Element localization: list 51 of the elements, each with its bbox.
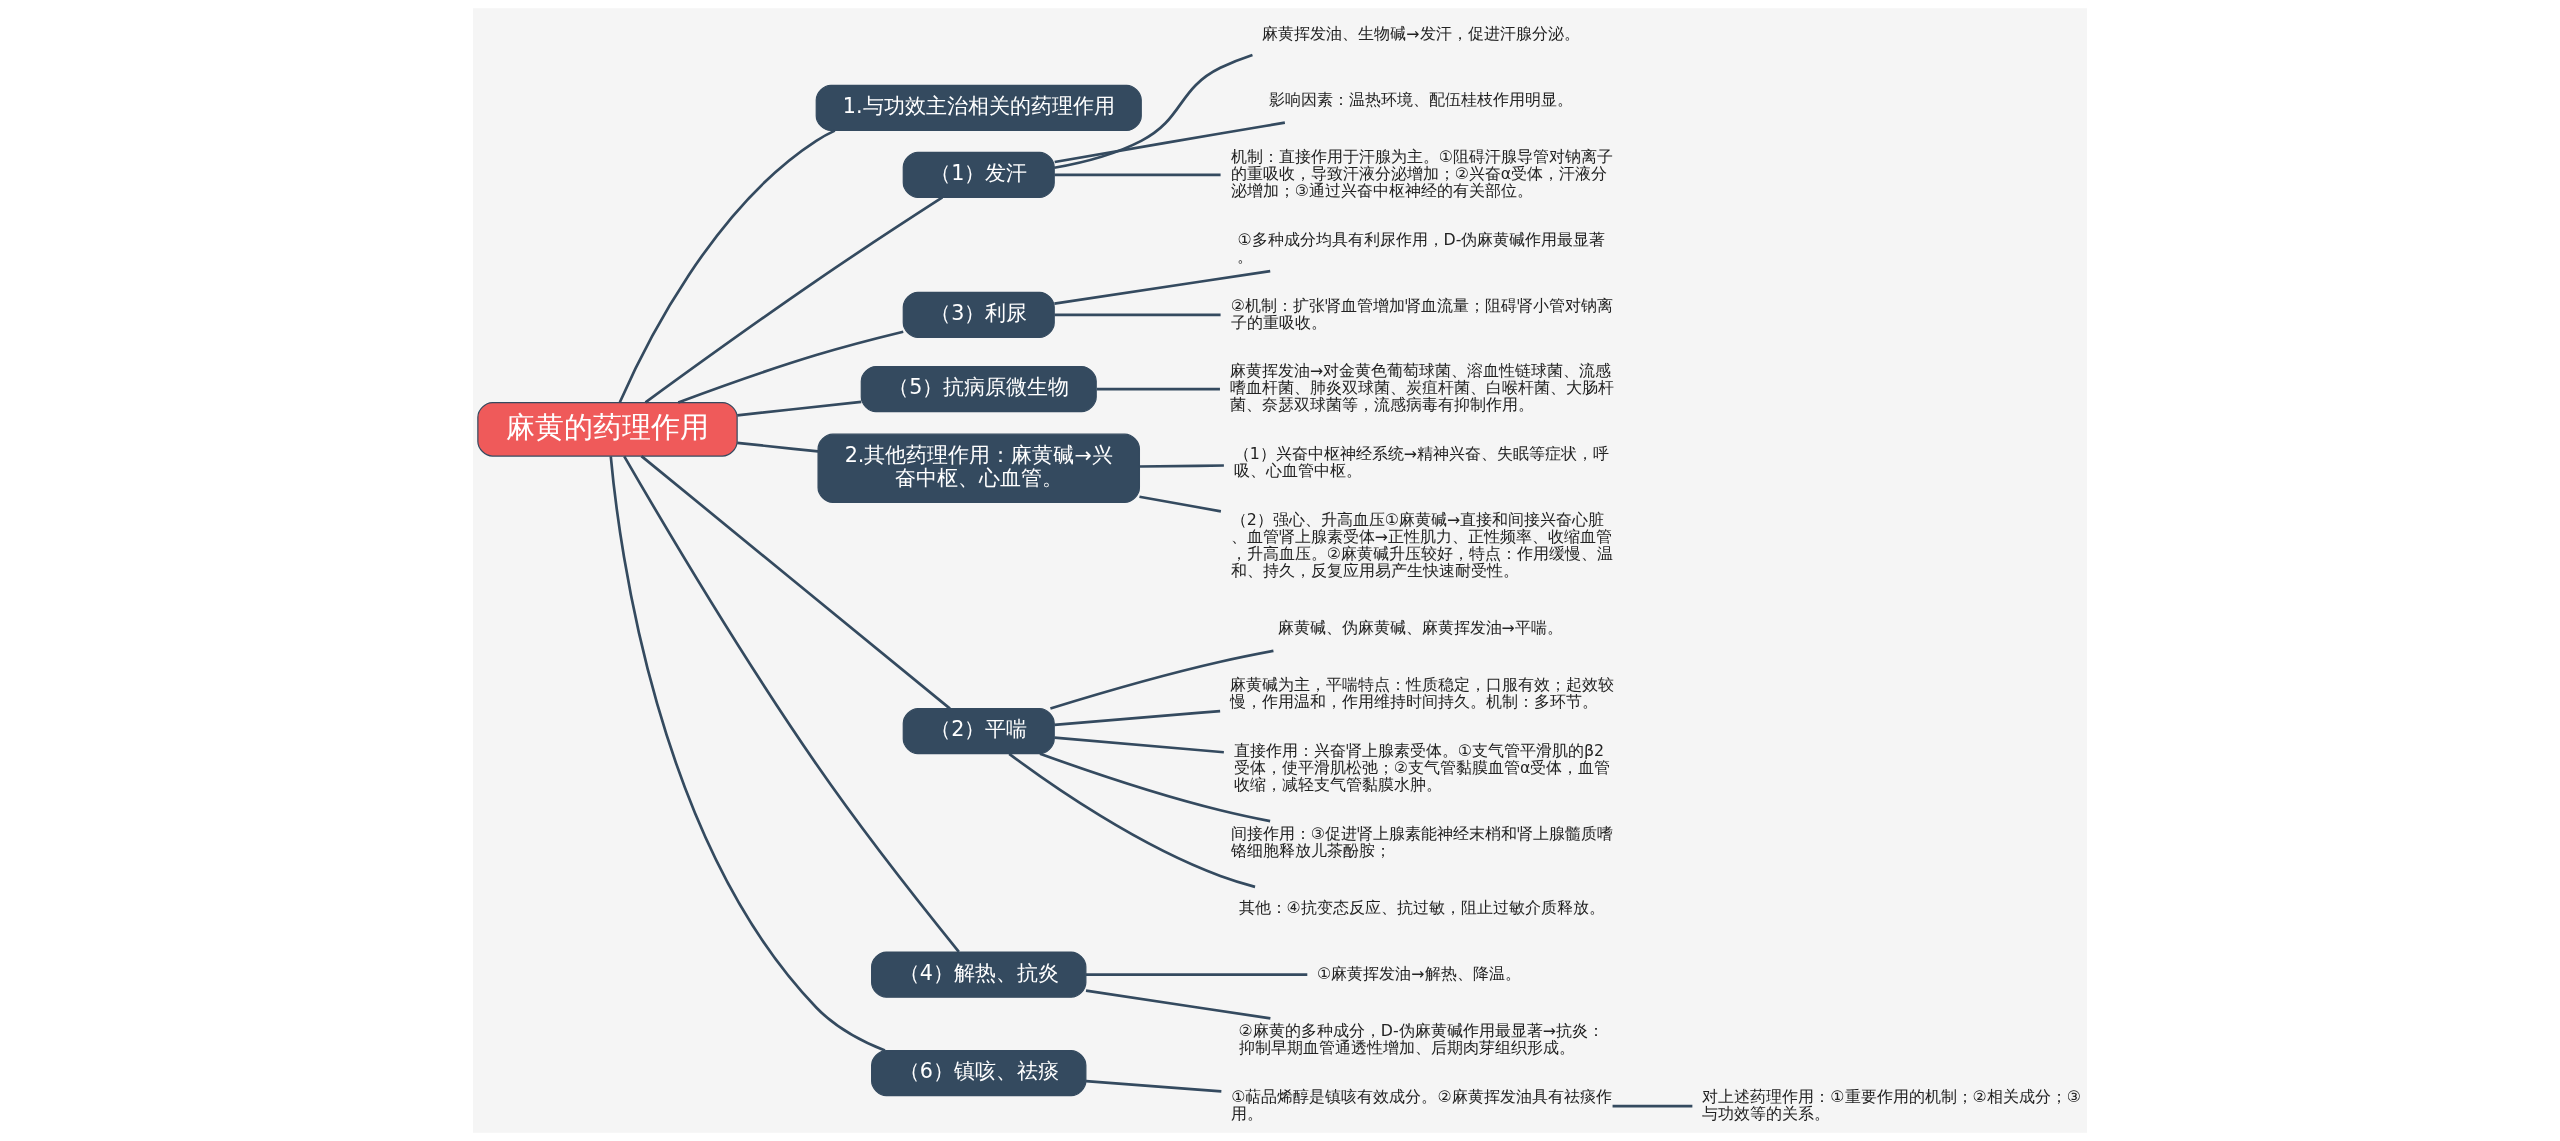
node-text: 麻黄碱、伪麻黄碱、麻黄挥发油→平喘。 [1277, 618, 1563, 638]
connector [1054, 736, 1224, 754]
node-box: （2）平喘 [902, 708, 1055, 755]
connector [609, 456, 886, 1052]
node-text: 麻黄碱为主，平喘特点：性质稳定，口服有效；起效较慢，作用温和，作用维持时间持久。机制：多环节。 [1230, 675, 1615, 712]
node-box: （3）利尿 [902, 291, 1055, 339]
connector [623, 455, 960, 953]
connector [1139, 495, 1222, 513]
node-text: ①多种成分均具有利尿作用，D-伪麻黄碱作用最显著。 [1237, 229, 1606, 266]
connector [1139, 464, 1224, 468]
node-text: 其他：④抗变态反应、抗过敏，阻止过敏介质释放。 [1238, 898, 1605, 918]
node-box: （5）抗病原微生物 [860, 366, 1097, 413]
connector [1085, 989, 1271, 1020]
node-text: ②机制：扩张肾血管增加肾血流量；阻碍肾小管对钠离子的重吸收。 [1230, 295, 1613, 332]
node-box: （6）镇咳、祛痰 [871, 1050, 1087, 1097]
connector [1054, 173, 1221, 177]
connector [677, 330, 904, 404]
connector [1086, 973, 1308, 976]
connector [1008, 752, 1256, 889]
connector [737, 441, 819, 453]
node-text: 间接作用：③促进肾上腺素能神经末梢和肾上腺髓质嗜铬细胞释放儿茶酚胺； [1230, 823, 1613, 860]
connector [1054, 53, 1253, 170]
node-box: （1）发汗 [902, 151, 1055, 199]
node-text: （1）兴奋中枢神经系统→精神兴奋、失眠等症状，呼吸、心血管中枢。 [1233, 444, 1610, 481]
node-box: 2.其他药理作用：麻黄碱→兴奋中枢、心血管。 [817, 433, 1140, 503]
connector [618, 129, 836, 403]
node-text: 直接作用：兴奋肾上腺素受体。①支气管平滑肌的β2受体，使平滑肌松弛；②支气管黏膜血管α受体，血管收缩，减轻支气管黏膜水肿。 [1233, 741, 1611, 795]
connector [1050, 649, 1274, 710]
connector [737, 400, 862, 417]
connector [1039, 752, 1271, 823]
connector [1085, 1079, 1222, 1093]
connector [640, 455, 951, 710]
connector [1054, 709, 1221, 727]
connector [1054, 313, 1221, 317]
node-box: （4）解热、抗炎 [871, 951, 1087, 998]
node-text: 麻黄挥发油→对金黄色葡萄球菌、溶血性链球菌、流感嗜血杆菌、肺炎双球菌、炭疽杆菌、白喉杆菌、大肠杆菌、奈瑟双球菌等，流感病毒有抑制作用。 [1230, 361, 1615, 415]
node-box: 1.与功效主治相关的药理作用 [815, 84, 1142, 132]
node-text: 机制：直接作用于汗腺为主。①阻碍汗腺导管对钠离子的重吸收，导致汗液分泌增加；②兴奋α受体，汗液分泌增加；③通过兴奋中枢神经的有关部位。 [1230, 147, 1613, 201]
node-text: （2）强心、升高血压①麻黄碱→直接和间接兴奋心脏、血管肾上腺素受体→正性肌力、正性频率、收缩血管，升高血压。②麻黄碱升压较好，特点：作用缓慢、温和、持久，反复应用易产生快速耐受性。 [1230, 509, 1613, 580]
connector [1612, 1104, 1693, 1108]
connector [644, 196, 944, 404]
node-box: 麻黄的药理作用 [477, 401, 738, 457]
node-text: 对上述药理作用：①重要作用的机制；②相关成分；③与功效等的关系。 [1702, 1086, 2081, 1123]
node-text: ②麻黄的多种成分，D-伪麻黄碱作用最显著→抗炎：抑制早期血管通透性增加、后期肉芽组织形成。 [1238, 1020, 1604, 1057]
connector [1096, 387, 1220, 391]
connector [1054, 269, 1271, 305]
connector [1054, 121, 1286, 164]
node-text: ①麻黄挥发油→解热、降温。 [1317, 963, 1521, 983]
node-text: 影响因素：温热环境、配伍桂枝作用明显。 [1269, 89, 1574, 109]
node-text: 麻黄挥发油、生物碱→发汗，促进汗腺分泌。 [1262, 24, 1580, 44]
node-text: ①萜品烯醇是镇咳有效成分。②麻黄挥发油具有祛痰作用。 [1231, 1086, 1612, 1123]
